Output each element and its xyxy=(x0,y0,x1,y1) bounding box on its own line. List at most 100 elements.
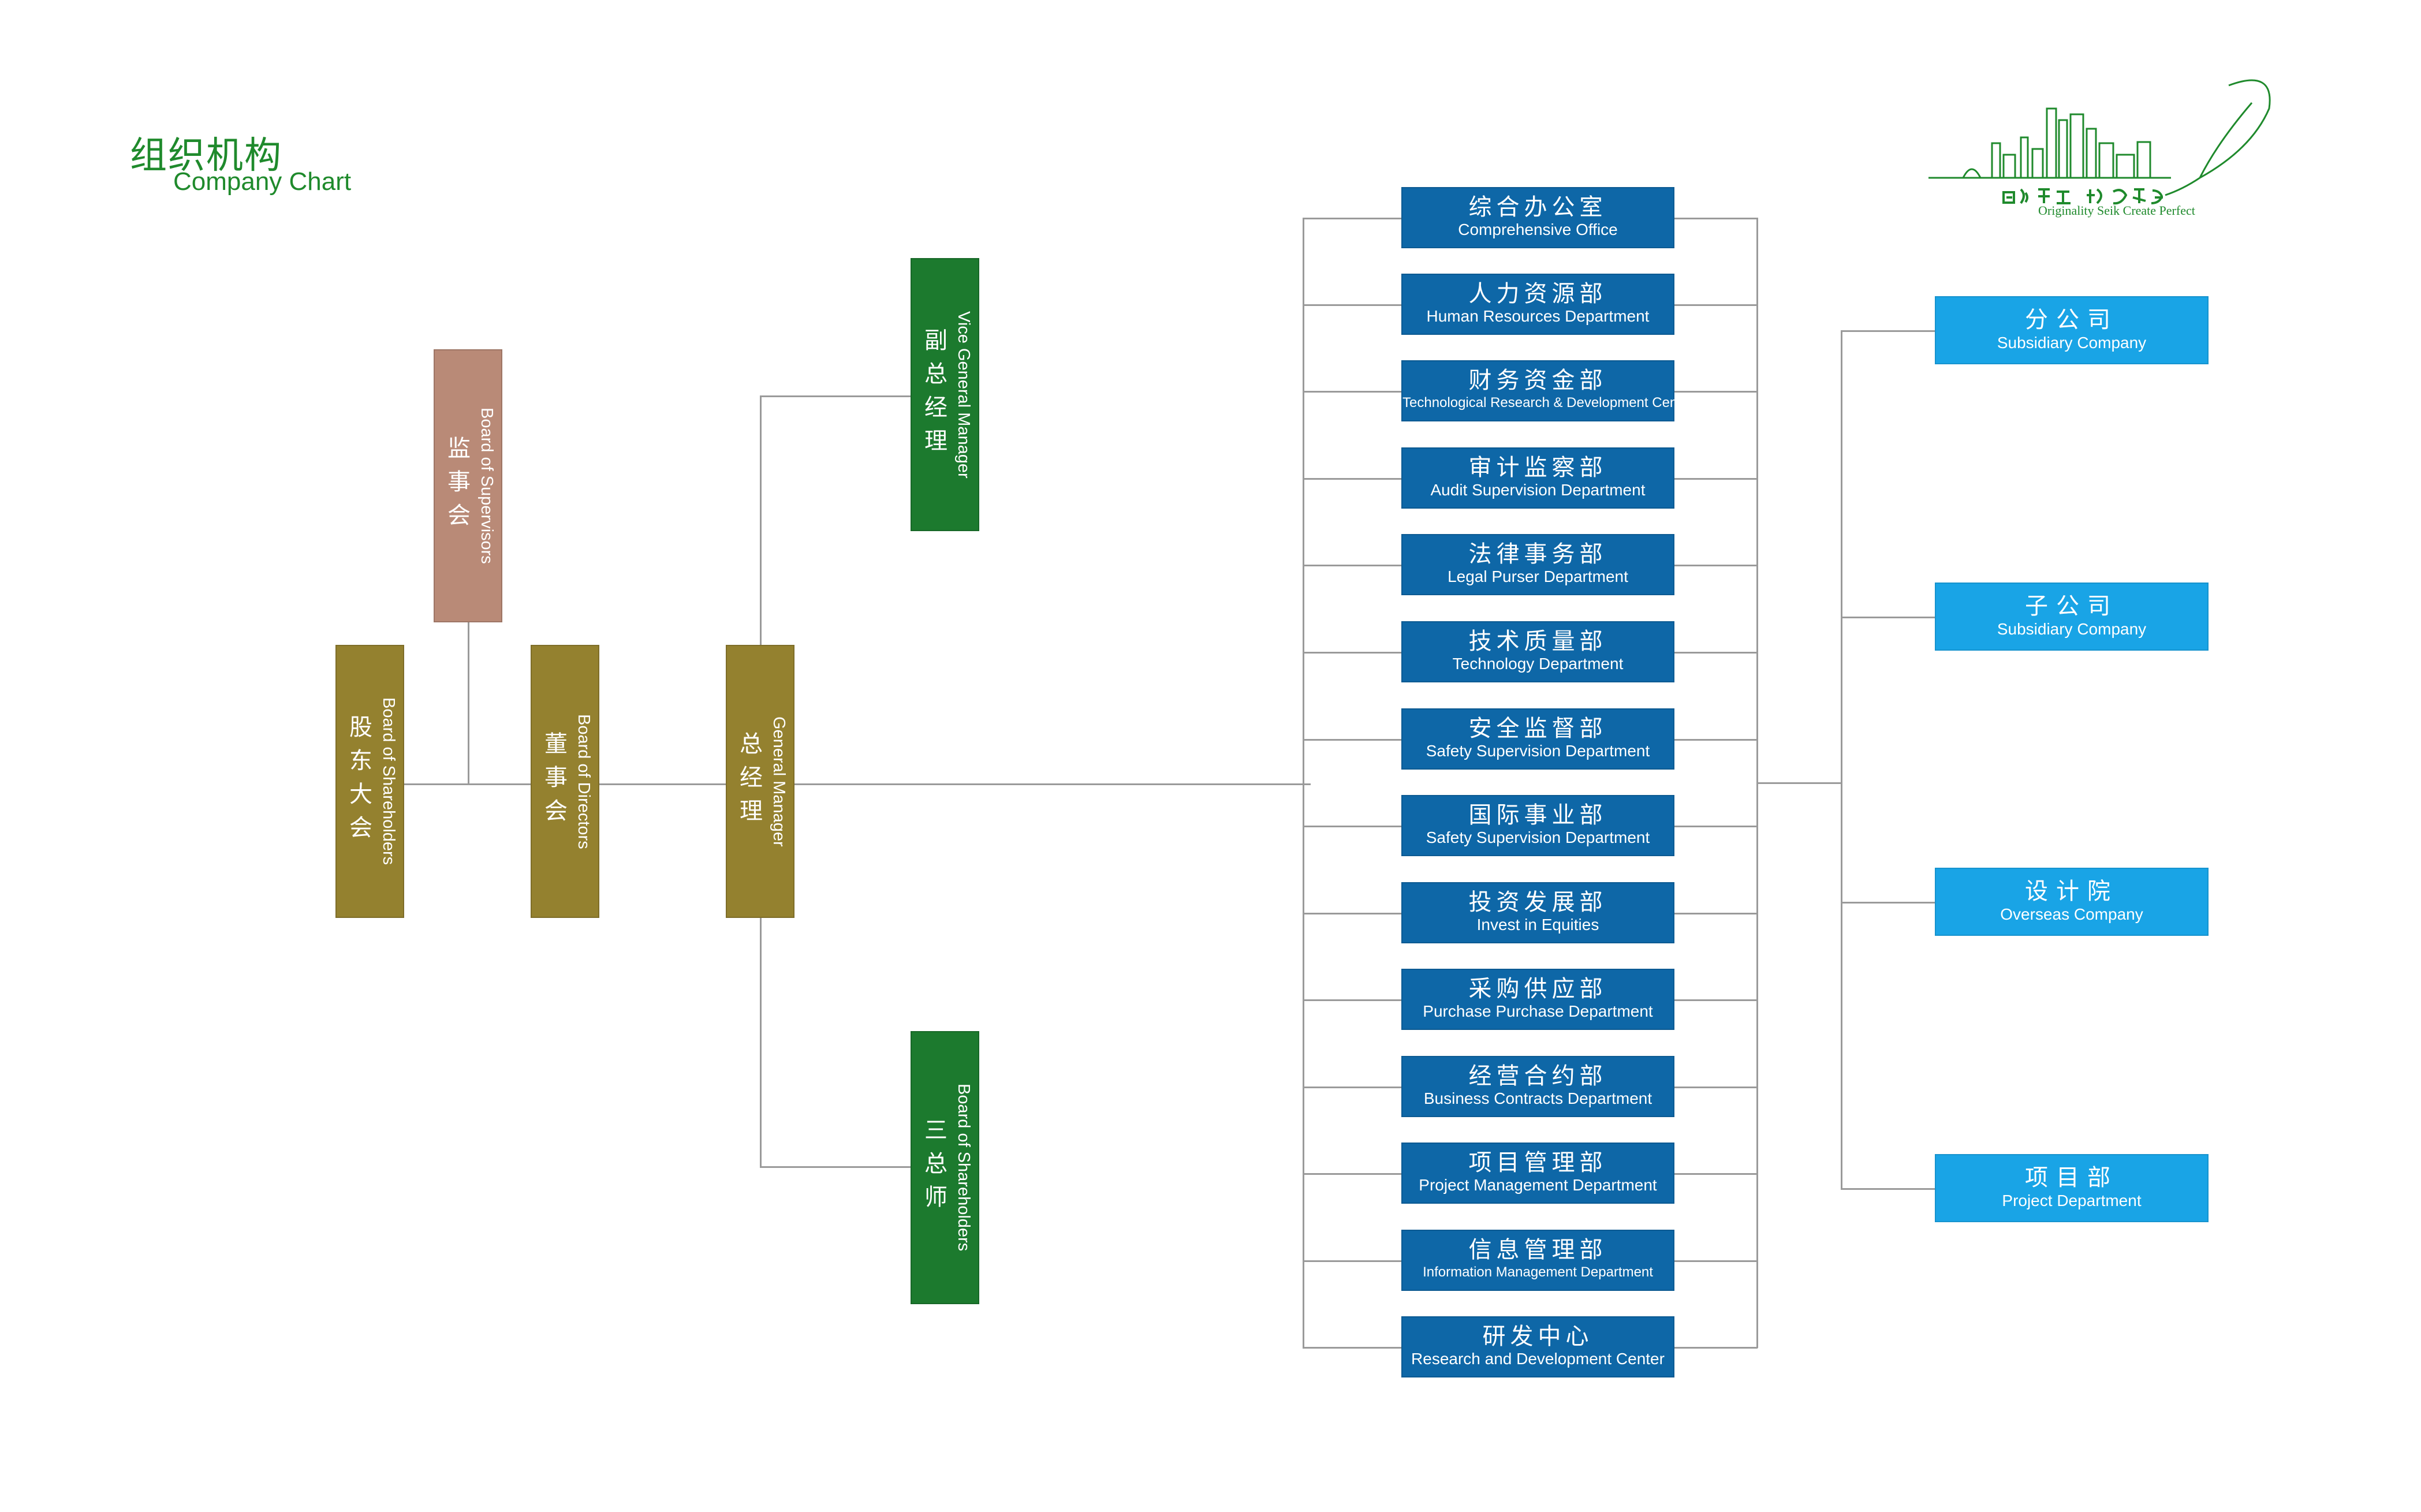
department-box: 财务资金部 Technological Research & Developme… xyxy=(1401,360,1694,421)
subsidiary-zh: 分公司 xyxy=(2025,307,2118,333)
department-en: Research and Development Center xyxy=(1411,1350,1665,1368)
department-en: Project Management Department xyxy=(1419,1176,1657,1194)
general-manager-en: General Manager xyxy=(770,716,788,847)
connector-line xyxy=(1841,902,1935,904)
general-manager-zh: 总经理 xyxy=(736,731,762,832)
shareholders-en: Board of Shareholders xyxy=(379,697,398,865)
connector-line xyxy=(1303,1260,1402,1262)
connector-line xyxy=(1673,739,1758,741)
department-box: 国际事业部 Safety Supervision Department xyxy=(1401,795,1674,856)
department-zh: 综合办公室 xyxy=(1468,194,1607,221)
page-subtitle: Company Chart xyxy=(173,167,352,196)
department-box: 研发中心 Research and Development Center xyxy=(1401,1316,1674,1377)
department-box: 信息管理部 Information Management Department xyxy=(1401,1230,1674,1291)
connector-line xyxy=(1303,913,1402,914)
connector-line xyxy=(1673,1347,1758,1349)
subsidiary-box: 项目部 Project Department xyxy=(1935,1154,2209,1222)
connector-line xyxy=(1673,652,1758,654)
subsidiary-en: Overseas Company xyxy=(2000,905,2143,923)
department-en: Legal Purser Department xyxy=(1448,568,1628,585)
department-box: 人力资源部 Human Resources Department xyxy=(1401,274,1674,335)
directors-en: Board of Directors xyxy=(575,714,593,849)
subsidiary-en: Subsidiary Company xyxy=(1997,334,2147,352)
connector-line xyxy=(1673,478,1758,480)
logo-slogan: Originality Seik Create Perfect xyxy=(2038,203,2195,218)
department-en: Technological Research & Development Cen… xyxy=(1402,395,1694,410)
subsidiary-en: Project Department xyxy=(2002,1192,2142,1209)
connector-line xyxy=(1303,478,1402,480)
connector-line xyxy=(1841,330,1842,1190)
department-box: 技术质量部 Technology Department xyxy=(1401,621,1674,682)
department-en: Safety Supervision Department xyxy=(1426,742,1650,760)
three-chiefs-box: Board of Shareholders 三总师 xyxy=(911,1031,979,1304)
connector-line xyxy=(1841,617,1935,618)
department-box: 投资发展部 Invest in Equities xyxy=(1401,882,1674,943)
directors-zh: 董事会 xyxy=(540,731,567,832)
calligraphy-slogan-icon xyxy=(2002,188,2163,205)
shareholders-zh: 股东大会 xyxy=(345,714,372,849)
department-en: Business Contracts Department xyxy=(1423,1089,1652,1107)
department-box: 综合办公室 Comprehensive Office xyxy=(1401,187,1674,248)
subsidiary-zh: 项目部 xyxy=(2025,1164,2118,1191)
supervisors-en: Board of Supervisors xyxy=(478,408,496,564)
connector-line xyxy=(1303,1347,1402,1349)
general-manager-box: General Manager 总经理 xyxy=(726,645,794,918)
page-title: 组织机构 xyxy=(130,135,282,177)
directors-box: Board of Directors 董事会 xyxy=(531,645,599,918)
department-zh: 经营合约部 xyxy=(1468,1063,1607,1089)
connector-line xyxy=(1303,999,1402,1001)
connector-line xyxy=(1673,913,1758,914)
connector-line xyxy=(468,622,469,784)
connector-line xyxy=(1673,391,1758,393)
connector-line xyxy=(1303,304,1402,306)
department-box: 法律事务部 Legal Purser Department xyxy=(1401,534,1674,595)
department-en: Human Resources Department xyxy=(1426,307,1650,325)
subsidiary-zh: 设计院 xyxy=(2025,878,2118,905)
connector-line xyxy=(760,395,911,397)
department-en: Safety Supervision Department xyxy=(1426,828,1650,846)
connector-line xyxy=(1673,1260,1758,1262)
department-box: 经营合约部 Business Contracts Department xyxy=(1401,1056,1674,1117)
connector-line xyxy=(760,917,762,1167)
connector-line xyxy=(404,783,1311,785)
vice-general-manager-en: Vice General Manager xyxy=(954,311,973,479)
company-logo xyxy=(1928,79,2271,205)
connector-line xyxy=(1303,826,1402,827)
subsidiary-box: 设计院 Overseas Company xyxy=(1935,868,2209,936)
connector-line xyxy=(1841,330,1935,332)
connector-line xyxy=(1303,218,1304,1348)
shareholders-box: Board of Shareholders 股东大会 xyxy=(335,645,404,918)
connector-line xyxy=(760,395,762,647)
department-box: 采购供应部 Purchase Purchase Department xyxy=(1401,969,1674,1030)
subsidiary-box: 子公司 Subsidiary Company xyxy=(1935,583,2209,651)
connector-line xyxy=(760,1166,911,1168)
connector-line xyxy=(1673,1087,1758,1088)
department-en: Comprehensive Office xyxy=(1458,221,1618,238)
connector-line xyxy=(1303,565,1402,566)
department-zh: 法律事务部 xyxy=(1468,541,1607,568)
connector-line xyxy=(1673,565,1758,566)
supervisors-zh: 监事会 xyxy=(443,435,470,536)
connector-line xyxy=(1303,652,1402,654)
vice-general-manager-box: Vice General Manager 副总经理 xyxy=(911,258,979,531)
department-zh: 信息管理部 xyxy=(1468,1237,1607,1263)
department-zh: 项目管理部 xyxy=(1468,1149,1607,1176)
feather-pen-icon xyxy=(2165,79,2271,196)
connector-line xyxy=(1673,218,1758,219)
department-en: Purchase Purchase Department xyxy=(1423,1002,1653,1020)
connector-line xyxy=(1673,304,1758,306)
department-zh: 审计监察部 xyxy=(1468,454,1607,481)
subsidiary-box: 分公司 Subsidiary Company xyxy=(1935,296,2209,364)
connector-line xyxy=(1756,782,1842,784)
connector-line xyxy=(1673,826,1758,827)
department-en: Audit Supervision Department xyxy=(1430,481,1646,499)
department-en: Information Management Department xyxy=(1423,1264,1653,1280)
department-zh: 技术质量部 xyxy=(1468,628,1607,655)
connector-line xyxy=(1303,391,1402,393)
department-box: 项目管理部 Project Management Department xyxy=(1401,1143,1674,1204)
city-skyline-icon xyxy=(1928,107,2171,179)
subsidiary-en: Subsidiary Company xyxy=(1997,620,2147,638)
department-en: Invest in Equities xyxy=(1476,916,1599,934)
department-box: 安全监督部 Safety Supervision Department xyxy=(1401,708,1674,770)
